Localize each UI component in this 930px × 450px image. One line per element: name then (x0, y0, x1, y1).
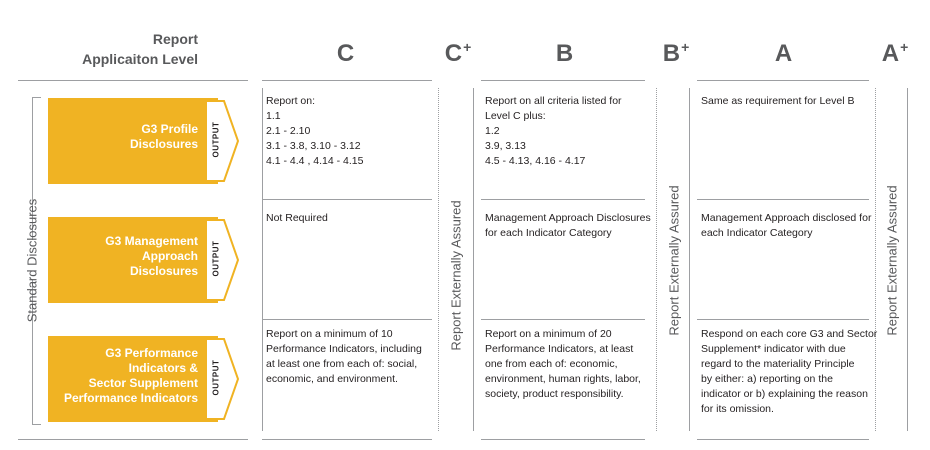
bottom-divider-a (697, 439, 869, 440)
level-b-heading: B (555, 40, 574, 67)
g3-profile-disclosures-box: G3 Profile Disclosures OUTPUT (48, 98, 242, 184)
row-title: G3 Performance Indicators & Sector Suppl… (63, 346, 198, 405)
column-b-left-border (473, 88, 474, 431)
bottom-divider-left (18, 439, 248, 440)
row-divider-b-1 (481, 199, 645, 200)
cell-management-a: Management Approach disclosed for each I… (701, 212, 872, 239)
cell-profile-b: Report on all criteria listed for Level … (485, 95, 622, 167)
output-tag: OUTPUT (211, 359, 221, 396)
column-c-left-border (262, 88, 263, 431)
column-b-plus-left-dash (656, 88, 657, 431)
row-title: G3 Management Approach Disclosures (105, 234, 198, 278)
column-c-plus-left-dash (438, 88, 439, 431)
level-a-plus-heading: A+ (881, 39, 909, 67)
level-b-plus-heading: B+ (662, 39, 690, 67)
report-label: Report (152, 31, 198, 47)
header-divider-a (697, 80, 869, 81)
cell-performance-c: Report on a minimum of 10 Performance In… (266, 328, 422, 385)
header-divider-left (18, 80, 248, 81)
bottom-divider-c (262, 439, 432, 440)
header-divider-b (481, 80, 645, 81)
column-a-left-border (689, 88, 690, 431)
cell-management-b: Management Approach Disclosures for each… (485, 212, 651, 239)
application-level-label: Applicaiton Level (82, 51, 198, 67)
output-tag: OUTPUT (211, 240, 221, 277)
c-plus-assured-label: Report Externally Assured (448, 199, 464, 351)
column-a-plus-right-border (907, 88, 908, 431)
level-c-plus-heading: C+ (444, 39, 472, 67)
b-plus-assured-label: Report Externally Assured (666, 184, 682, 336)
a-plus-assured-label: Report Externally Assured (884, 184, 900, 336)
row-divider-a-1 (697, 199, 869, 200)
row-divider-c-2 (262, 319, 432, 320)
arrow-shape (48, 217, 240, 303)
row-divider-c-1 (262, 199, 432, 200)
cell-profile-a: Same as requirement for Level B (701, 95, 855, 107)
row-divider-a-2 (697, 319, 869, 320)
level-c-heading: C (336, 40, 355, 67)
row-divider-b-2 (481, 319, 645, 320)
cell-management-c: Not Required (266, 212, 328, 224)
standard-disclosures-label: Standard Disclosures (24, 198, 40, 322)
header-divider-c (262, 80, 432, 81)
level-a-heading: A (774, 40, 793, 67)
column-a-plus-left-dash (875, 88, 876, 431)
g3-management-approach-box: G3 Management Approach Disclosures OUTPU… (48, 217, 242, 303)
cell-performance-a: Respond on each core G3 and Sector Suppl… (701, 328, 878, 415)
g3-performance-indicators-box: G3 Performance Indicators & Sector Suppl… (48, 336, 242, 422)
cell-performance-b: Report on a minimum of 20 Performance In… (485, 328, 641, 400)
row-title: G3 Profile Disclosures (129, 122, 198, 151)
cell-profile-c: Report on: 1.1 2.1 - 2.10 3.1 - 3.8, 3.1… (266, 95, 364, 167)
bottom-divider-b (481, 439, 645, 440)
arrow-shape (48, 98, 240, 184)
output-tag: OUTPUT (211, 121, 221, 158)
arrow-shape (48, 336, 240, 422)
